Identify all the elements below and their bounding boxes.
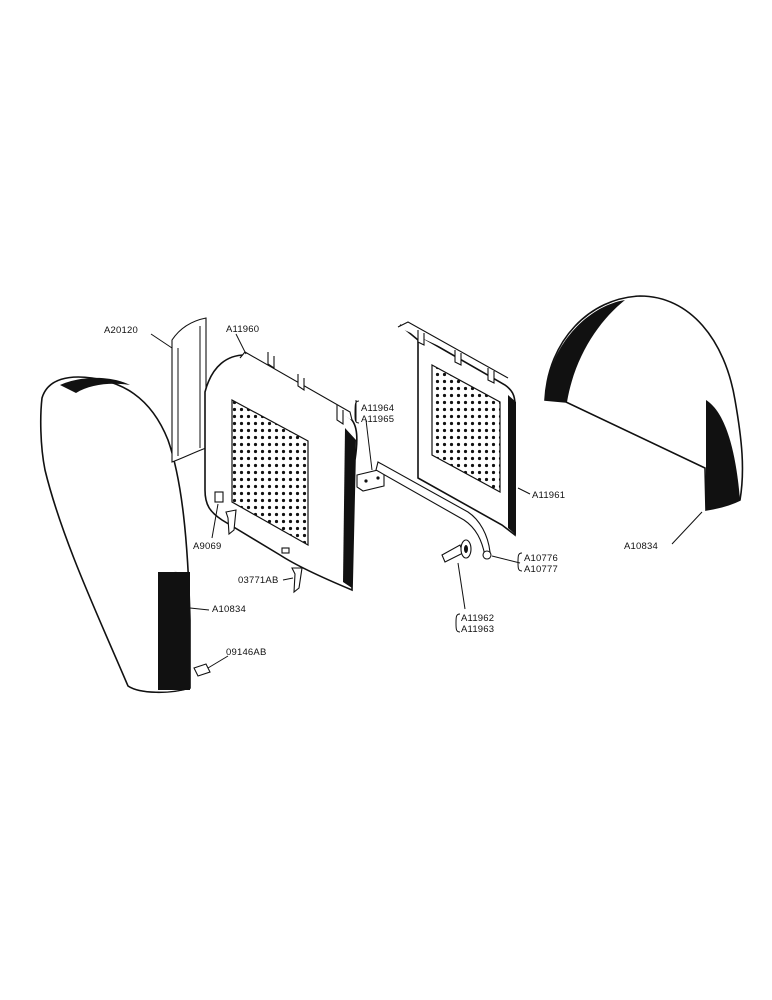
label-nut: 09146AB [226, 647, 267, 658]
leader-lines [150, 333, 703, 669]
label-side-panel: A11961 [532, 490, 565, 501]
label-clip: A9069 [193, 541, 221, 552]
top-bracket [171, 317, 207, 463]
label-fender-left: A10834 [212, 604, 246, 615]
label-pin-a: A11962 [461, 613, 494, 624]
label-pin-b: A11963 [461, 624, 494, 635]
hinge-bracket [356, 469, 385, 492]
label-hinge-a: A11964 [361, 403, 394, 414]
right-fender [544, 295, 744, 511]
support-rod [375, 461, 492, 560]
label-rod-b: A10777 [524, 564, 558, 575]
label-hood-panel: A11960 [226, 324, 259, 335]
clip [214, 491, 237, 536]
fastener [291, 567, 303, 594]
side-panel [397, 321, 516, 537]
label-hinge-b: A11965 [361, 414, 394, 425]
left-fender [39, 376, 191, 694]
label-rod-a: A10776 [524, 553, 558, 564]
pivot-pin [441, 539, 472, 563]
hood-panel [204, 351, 358, 592]
label-bracket-top: A20120 [104, 325, 138, 336]
part-labels: A20120 A11960 A11964 A11965 A11961 A1083… [104, 324, 658, 658]
nut [193, 663, 211, 677]
label-fastener: 03771AB [238, 575, 279, 586]
label-fender-right: A10834 [624, 541, 658, 552]
